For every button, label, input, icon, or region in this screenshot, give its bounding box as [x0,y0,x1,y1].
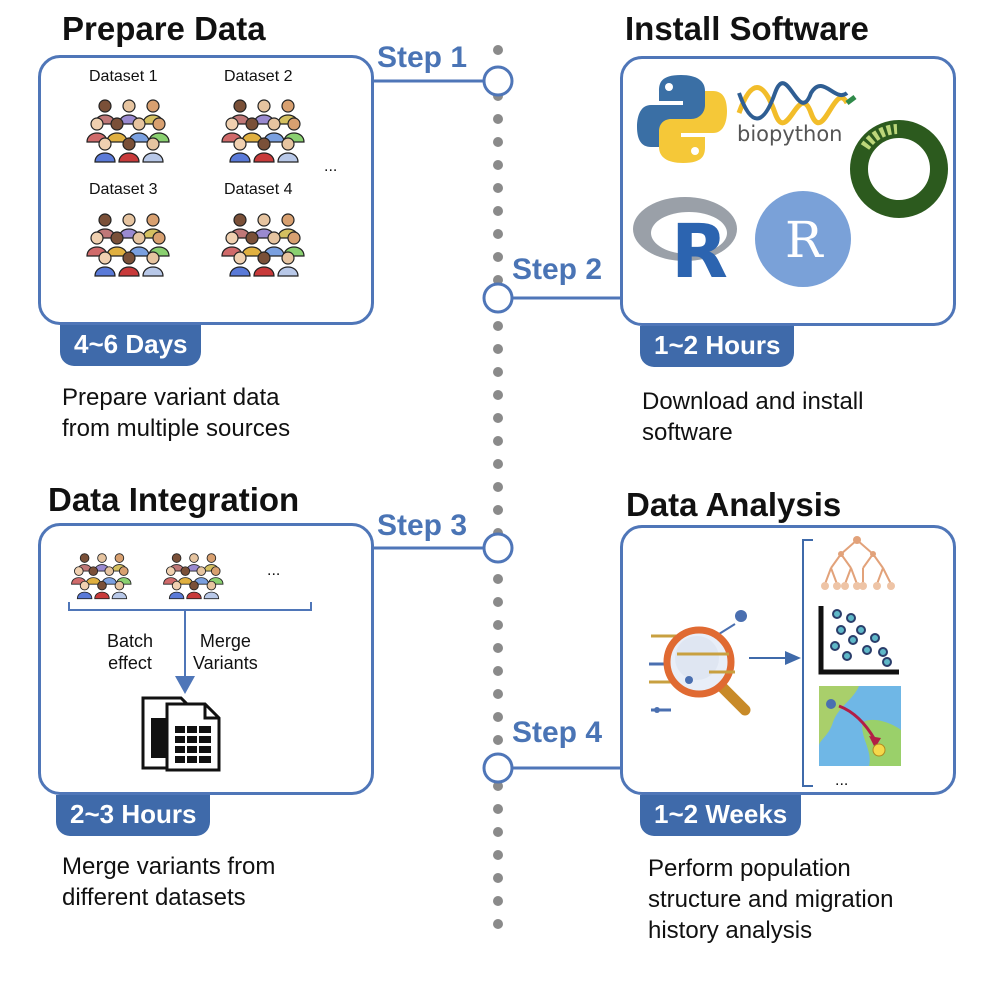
r-logo-letter: R [671,209,728,295]
dataset-1-label: Dataset 1 [89,68,158,85]
data-integration-description: Merge variants from different datasets [62,853,276,911]
step-1-label: Step 1 [377,41,468,74]
data-integration-panel: ... Batch effect Merge Variants [38,523,374,795]
rstudio-logo-icon: R [755,191,851,287]
dataset-4-label: Dataset 4 [224,181,293,198]
data-analysis-title: Data Analysis [626,486,842,523]
step-3-label: Step 3 [377,509,468,542]
prepare-data-description: Prepare variant data from multiple sourc… [62,384,291,442]
r-logo-icon: R [633,197,737,295]
people-group-icon [86,99,170,163]
dataset-3-label: Dataset 3 [89,181,158,198]
step-4-label: Step 4 [512,716,603,749]
batch-effect-label: Batch effect [107,631,154,673]
spreadsheet-files-icon [141,696,221,772]
migration-map-icon [819,686,901,766]
data-integration-title: Data Integration [48,481,300,518]
duration-badge-step-1: 4~6 Days [60,325,202,366]
install-software-description: Download and install software [642,388,864,446]
merge-variants-label: Merge Variants [193,631,258,673]
step-2-label: Step 2 [512,253,603,286]
dataset-2-label: Dataset 2 [224,68,293,85]
integration-ellipsis: ... [267,562,281,579]
results-bracket [802,539,813,787]
biopython-wordmark: biopython [737,122,842,146]
prepare-data-title: Prepare Data [62,10,266,47]
duration-badge-step-4: 1~2 Weeks [640,795,802,836]
python-logo-icon [637,75,727,163]
duration-badge-step-3: 2~3 Hours [56,795,211,836]
rstudio-logo-letter: R [785,211,824,269]
people-group-icon [163,553,224,600]
magnifier-analysis-icon [649,610,751,716]
people-group-icon [86,213,170,277]
duration-badge-step-2: 1~2 Hours [640,326,795,367]
analysis-arrow [749,651,801,665]
prepare-data-panel: Dataset 1 Dataset 2 Dataset 3 Dataset 4 … [38,55,374,325]
people-group-icon [71,553,132,600]
data-analysis-description: Perform population structure and migrati… [648,855,894,944]
analysis-ellipsis: ... [835,772,849,789]
phylogenetic-tree-icon [821,536,895,590]
datasets-ellipsis: ... [324,158,338,175]
scatter-plot-icon [818,606,899,675]
merge-bracket-arrow [68,602,312,694]
biopython-logo-icon: biopython [736,81,857,146]
circular-genome-logo-icon [850,120,948,218]
people-group-icon [221,99,305,163]
install-software-title: Install Software [625,10,869,47]
install-software-panel: biopython R R [620,56,956,326]
data-analysis-panel: ... [620,525,956,795]
people-group-icon [221,213,305,277]
